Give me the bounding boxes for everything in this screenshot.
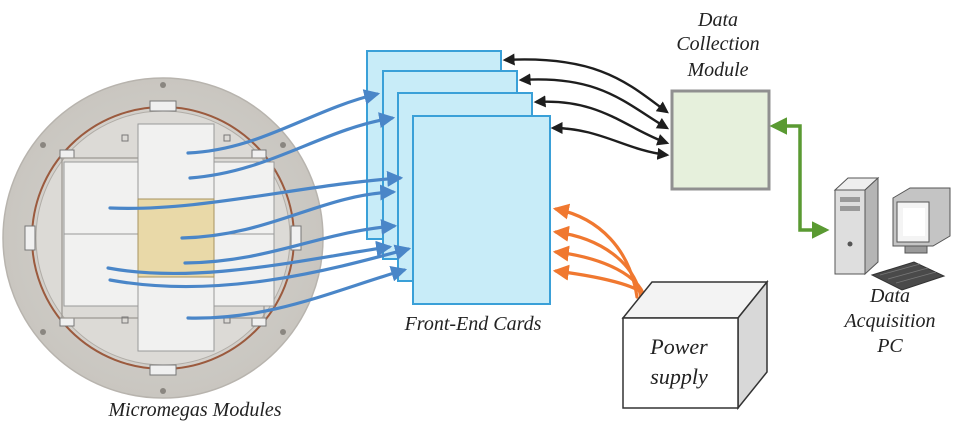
- front-end-cards-label: Front-End Cards: [404, 313, 542, 335]
- power-arrows: [552, 203, 651, 302]
- signal-arrow: [188, 112, 396, 180]
- daq-label-line: PC: [876, 335, 903, 357]
- signal-arrow: [183, 219, 398, 265]
- data-links: [502, 53, 670, 160]
- front-end-card: [412, 115, 551, 305]
- power-label-line: Power: [649, 334, 708, 359]
- dcm-label-line: Collection: [676, 33, 759, 55]
- signal-arrow: [106, 240, 393, 276]
- front-end-cards: [366, 50, 551, 305]
- power-label-line: supply: [650, 364, 708, 389]
- detector-disk-icon: [2, 77, 324, 399]
- data-link: [550, 122, 670, 160]
- data-collection-module-label: Data Collection Module: [676, 9, 759, 81]
- dcm-label-line: Data: [697, 9, 738, 31]
- micromegas-modules-label: Micromegas Modules: [107, 399, 281, 421]
- power-supply-box: [621, 279, 769, 411]
- dcm-label-line: Module: [686, 59, 748, 81]
- signal-arrows: [106, 89, 412, 320]
- daq-label-line: Acquisition: [842, 310, 935, 332]
- desktop-computer-icon: [833, 176, 951, 291]
- signal-arrow: [180, 184, 397, 240]
- signal-arrow: [108, 244, 412, 289]
- signal-arrow: [186, 89, 381, 155]
- data-collection-module-box: [670, 89, 771, 191]
- pc-link: [769, 117, 830, 239]
- signal-arrow: [108, 170, 404, 210]
- daq-label-line: Data: [869, 285, 910, 307]
- daq-pc-label: Data Acquisition PC: [842, 285, 935, 357]
- power-supply-label: Power supply: [649, 334, 708, 389]
- signal-arrow: [186, 265, 408, 320]
